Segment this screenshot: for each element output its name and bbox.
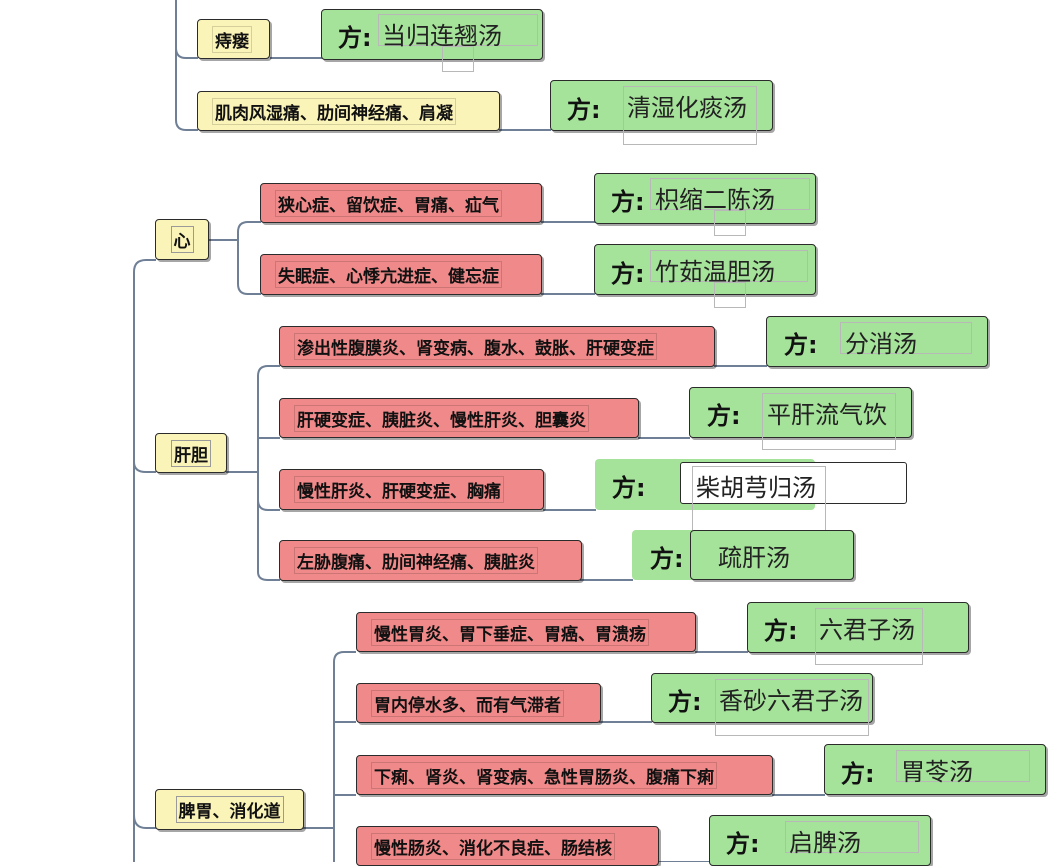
disease-label: 痔瘘 [212, 25, 252, 53]
disease-node[interactable]: 左胁腹痛、肋间神经痛、胰脏炎 [279, 540, 582, 581]
fang-label: 方: [764, 617, 798, 645]
disease-label: 渗出性腹膜炎、肾变病、腹水、鼓胀、肝硬变症 [294, 333, 657, 360]
formula-name: 当归连翘汤 [382, 22, 502, 50]
formula-placeholder [442, 46, 474, 72]
formula-node[interactable] [594, 173, 816, 224]
disease-node[interactable]: 肌肉风湿痛、肋间神经痛、肩凝 [197, 91, 500, 131]
formula-name: 平肝流气饮 [767, 401, 887, 429]
disease-label: 慢性肠炎、消化不良症、肠结核 [371, 832, 615, 860]
formula-placeholder [623, 86, 757, 145]
formula-placeholder [815, 608, 923, 665]
formula-node[interactable] [594, 244, 816, 295]
disease-label: 下痢、肾炎、肾变病、急性胃肠炎、腹痛下痢 [371, 761, 717, 789]
category-label: 心 [170, 226, 194, 253]
formula-placeholder [714, 282, 746, 308]
fang-label: 方: [784, 331, 818, 359]
fang-label: 方: [650, 545, 684, 573]
fang-label: 方: [338, 24, 372, 52]
formula-node[interactable] [651, 673, 873, 723]
disease-node[interactable]: 渗出性腹膜炎、肾变病、腹水、鼓胀、肝硬变症 [279, 326, 715, 367]
formula-node[interactable] [766, 316, 988, 367]
fang-label: 方: [611, 188, 645, 216]
fang-label: 方: [726, 830, 760, 858]
disease-node[interactable]: 慢性肝炎、肝硬变症、胸痛 [279, 469, 544, 510]
disease-node[interactable]: 狭心症、留饮症、胃痛、疝气 [260, 183, 542, 223]
disease-node[interactable]: 痔瘘 [197, 19, 270, 59]
disease-label: 慢性肝炎、肝硬变症、胸痛 [294, 476, 504, 503]
formula-node[interactable] [709, 815, 931, 866]
fang-label: 方: [567, 96, 601, 124]
fang-label: 方: [668, 688, 702, 716]
formula-node[interactable] [550, 80, 773, 131]
formula-placeholder [762, 393, 896, 450]
disease-label: 左胁腹痛、肋间神经痛、胰脏炎 [294, 547, 538, 574]
formula-placeholder [840, 322, 972, 354]
disease-label: 失眠症、心悸亢进症、健忘症 [275, 261, 502, 288]
disease-node[interactable]: 下痢、肾炎、肾变病、急性胃肠炎、腹痛下痢 [356, 755, 773, 795]
disease-node[interactable]: 胃内停水多、而有气滞者 [356, 683, 601, 723]
formula-placeholder [650, 250, 808, 282]
formula-name: 六君子汤 [819, 616, 915, 644]
formula-node[interactable] [747, 602, 969, 653]
formula-placeholder [715, 679, 869, 736]
formula-placeholder [714, 210, 746, 236]
formula-node[interactable] [689, 387, 912, 438]
disease-label: 肝硬变症、胰脏炎、慢性肝炎、胆囊炎 [294, 404, 589, 432]
formula-node-inner[interactable] [690, 530, 854, 580]
disease-node[interactable]: 失眠症、心悸亢进症、健忘症 [260, 254, 542, 295]
disease-node[interactable]: 慢性胃炎、胃下垂症、胃癌、胃溃疡 [356, 612, 696, 652]
formula-name: 柴胡芎归汤 [696, 474, 816, 502]
formula-name: 启脾汤 [789, 829, 861, 857]
formula-name: 分消汤 [845, 330, 917, 358]
disease-label: 肌肉风湿痛、肋间神经痛、肩凝 [212, 97, 456, 125]
formula-placeholder [378, 14, 538, 46]
disease-node[interactable]: 肝硬变症、胰脏炎、慢性肝炎、胆囊炎 [279, 398, 639, 438]
fang-label: 方: [707, 402, 741, 430]
formula-name: 胃苓汤 [901, 758, 973, 786]
formula-name: 香砂六君子汤 [719, 687, 863, 715]
formula-name: 清湿化痰汤 [627, 94, 747, 122]
formula-placeholder [785, 821, 919, 853]
formula-text-box[interactable] [680, 462, 907, 504]
disease-label: 狭心症、留饮症、胃痛、疝气 [275, 189, 502, 217]
category-heart[interactable]: 心 [155, 219, 209, 260]
category-liver[interactable]: 肝胆 [155, 433, 227, 473]
fang-label: 方: [841, 760, 875, 788]
formula-name: 枳缩二陈汤 [655, 186, 775, 214]
formula-placeholder [650, 178, 810, 210]
disease-label: 胃内停水多、而有气滞者 [371, 689, 564, 717]
formula-placeholder [896, 750, 1030, 782]
formula-name: 疏肝汤 [718, 544, 790, 572]
category-label: 脾胃、消化道 [175, 796, 284, 823]
disease-node[interactable]: 慢性肠炎、消化不良症、肠结核 [356, 826, 659, 866]
category-label: 肝胆 [171, 439, 211, 467]
formula-name: 竹茹温胆汤 [655, 258, 775, 286]
formula-node[interactable] [824, 744, 1046, 795]
category-spleen-stomach[interactable]: 脾胃、消化道 [155, 789, 304, 830]
fang-label: 方: [611, 260, 645, 288]
disease-label: 慢性胃炎、胃下垂症、胃癌、胃溃疡 [371, 618, 649, 646]
formula-node[interactable] [321, 9, 543, 60]
fang-label: 方: [612, 474, 646, 502]
